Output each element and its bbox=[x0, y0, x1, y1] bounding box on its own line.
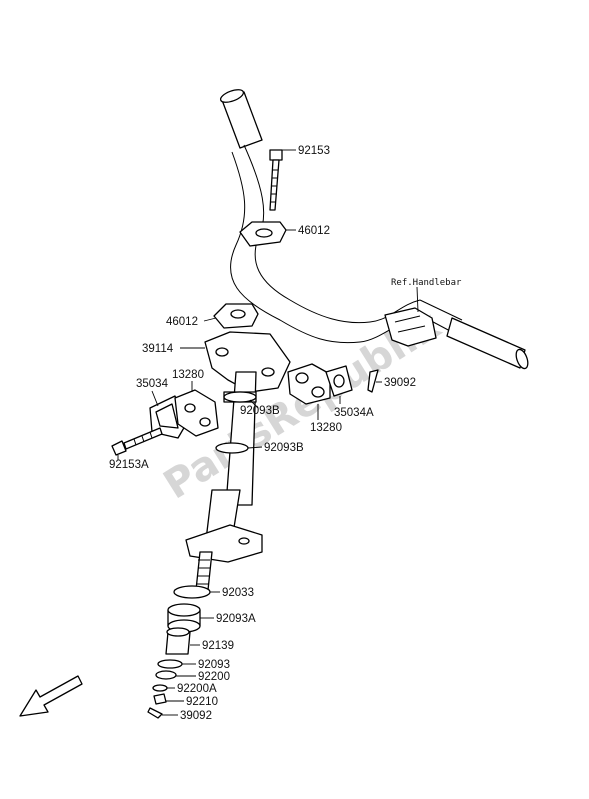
handlebar-holder-upper bbox=[239, 221, 287, 247]
label-35034a: 35034A bbox=[334, 407, 374, 419]
bolt-92153a bbox=[111, 427, 163, 456]
bearing-stack bbox=[147, 585, 211, 719]
clamp-13280-right bbox=[287, 363, 331, 405]
leader-lines bbox=[117, 149, 419, 716]
clamp-13280-left bbox=[174, 389, 219, 437]
label-13280-left: 13280 bbox=[172, 369, 204, 381]
pin-39092 bbox=[367, 369, 379, 393]
label-35034: 35034 bbox=[136, 378, 169, 390]
handlebar-holder-lower bbox=[213, 303, 259, 329]
label-46012-top: 46012 bbox=[298, 225, 330, 237]
bracket-35034a bbox=[325, 365, 353, 397]
label-92093a: 92093A bbox=[216, 613, 256, 625]
handlebar bbox=[219, 89, 529, 370]
label-39092-top: 39092 bbox=[384, 377, 416, 389]
label-92200: 92200 bbox=[198, 671, 230, 683]
label-92153a: 92153A bbox=[109, 459, 149, 471]
oring-92033 bbox=[173, 585, 211, 599]
label-92153-top: 92153 bbox=[298, 145, 330, 157]
label-13280-right: 13280 bbox=[310, 422, 342, 434]
label-92093b-left: 92093B bbox=[240, 405, 280, 417]
clamp-plate-39114 bbox=[204, 331, 291, 393]
label-92210: 92210 bbox=[186, 696, 218, 708]
label-92200a: 92200A bbox=[177, 683, 217, 695]
label-92033: 92033 bbox=[222, 587, 254, 599]
label-92139: 92139 bbox=[202, 640, 234, 652]
label-92093b-stem: 92093B bbox=[264, 442, 304, 454]
label-39114: 39114 bbox=[142, 343, 174, 355]
bolt-92153 bbox=[269, 149, 283, 211]
label-92093: 92093 bbox=[198, 659, 230, 671]
reference-label: Ref.Handlebar bbox=[391, 278, 462, 288]
front-direction-arrow-icon bbox=[19, 675, 83, 717]
label-46012-bottom: 46012 bbox=[166, 316, 198, 328]
label-39092-bottom: 39092 bbox=[180, 710, 212, 722]
steering-stem bbox=[185, 371, 263, 591]
